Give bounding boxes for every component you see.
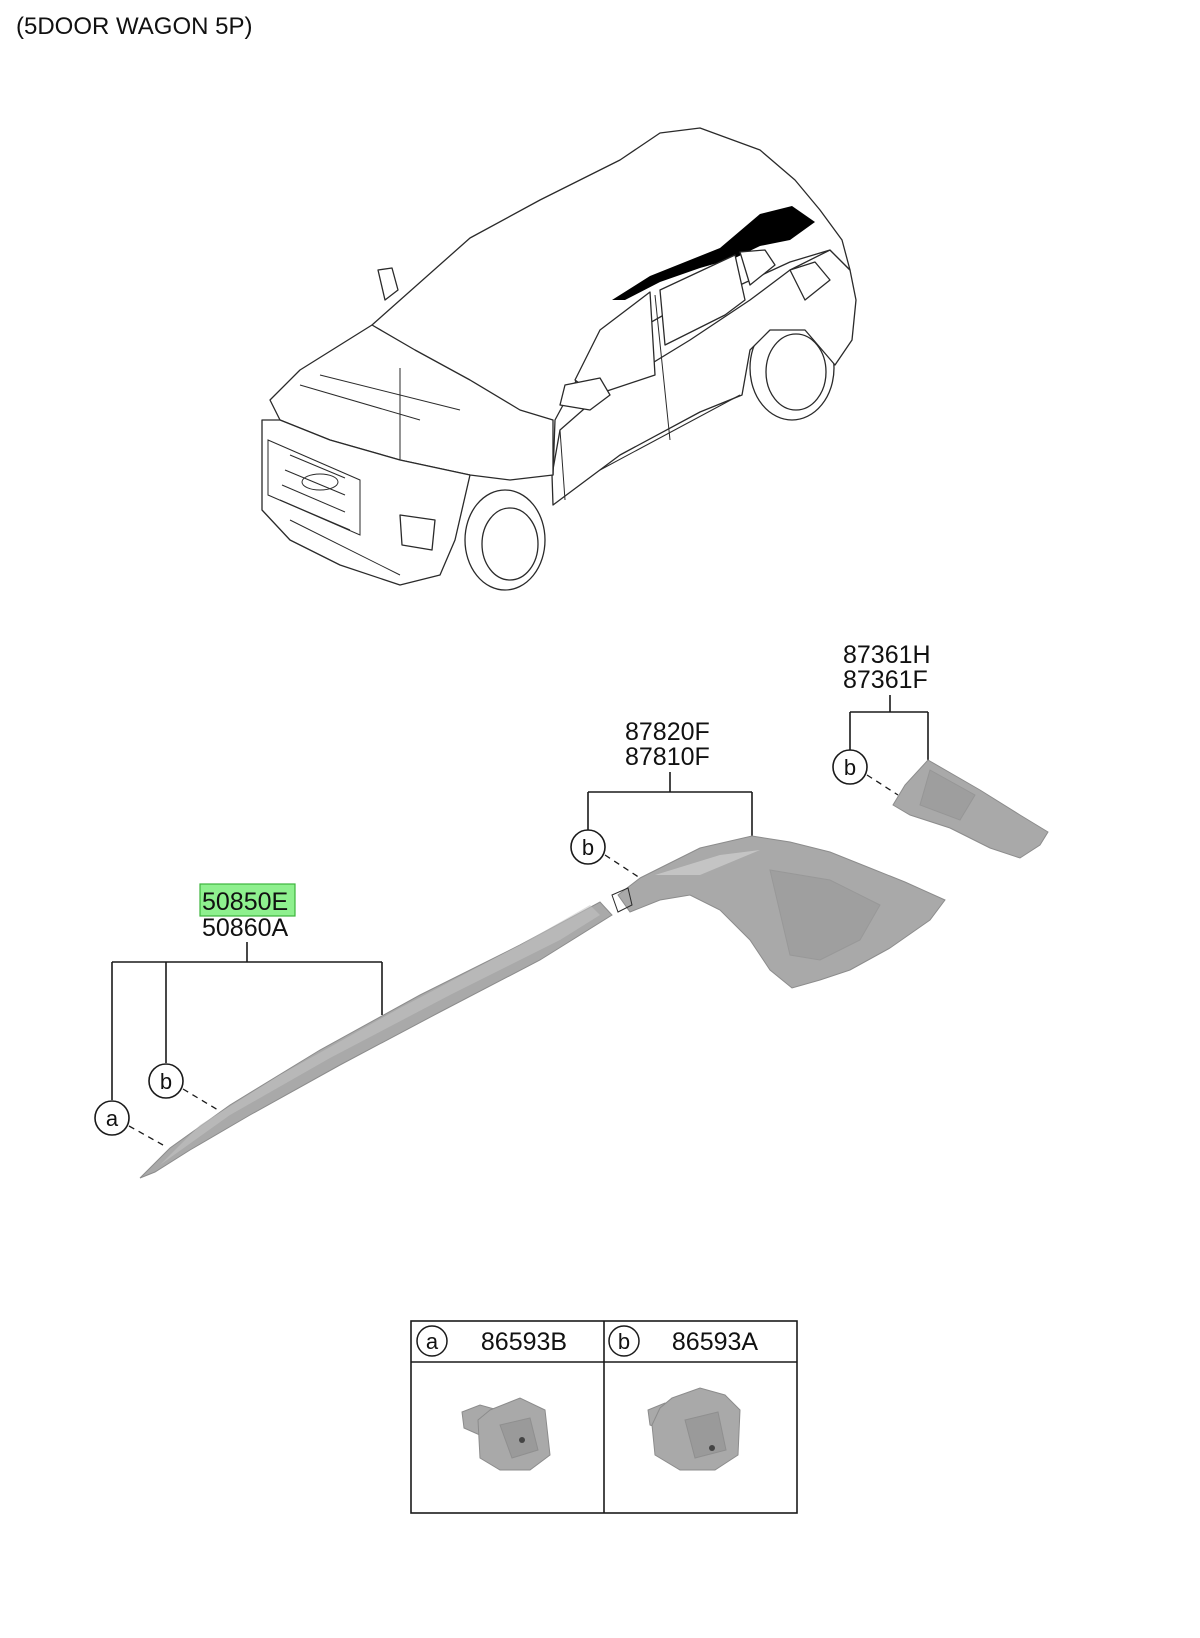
callout-87361: 87361H 87361F b [832, 641, 1049, 859]
fastener-b-circle [570, 829, 606, 865]
diagram-title: (5DOOR WAGON 5P) [16, 13, 252, 40]
part-number-87810f[interactable]: 87810F [625, 743, 710, 771]
table-fastener-b-circle [608, 1325, 640, 1357]
fastener-letter-a: a [106, 1106, 119, 1131]
clip-86593b-illustration [461, 1397, 551, 1471]
fastener-table: a 86593B b 86593A [410, 1320, 798, 1514]
callout-50850: 50850E 50860A b a [94, 883, 613, 1179]
table-fastener-a-letter: a [426, 1329, 439, 1354]
table-part-86593a[interactable]: 86593A [672, 1328, 759, 1356]
part-number-50860a[interactable]: 50860A [202, 914, 289, 942]
fastener-letter-b: b [160, 1069, 172, 1094]
table-fastener-b-letter: b [618, 1329, 630, 1354]
table-fastener-a-circle [416, 1325, 448, 1357]
callout-87820: 87820F 87810F b [570, 718, 946, 989]
part-number-50850e[interactable]: 50850E [202, 888, 288, 916]
part-number-87361f[interactable]: 87361F [843, 666, 928, 694]
table-part-86593b[interactable]: 86593B [481, 1328, 567, 1356]
clip-86593a-illustration [647, 1387, 741, 1471]
fastener-a-circle [94, 1100, 130, 1136]
rear-quarter-garnish-part [892, 759, 1049, 859]
fastener-letter-b: b [582, 835, 594, 860]
vehicle-illustration [261, 127, 857, 591]
fastener-b-circle [832, 749, 868, 785]
part-number-87820f[interactable]: 87820F [625, 718, 710, 746]
highlight-box [199, 883, 296, 917]
fastener-b-circle [148, 1063, 184, 1099]
fastener-letter-b: b [844, 755, 856, 780]
part-number-87361h[interactable]: 87361H [843, 641, 931, 669]
